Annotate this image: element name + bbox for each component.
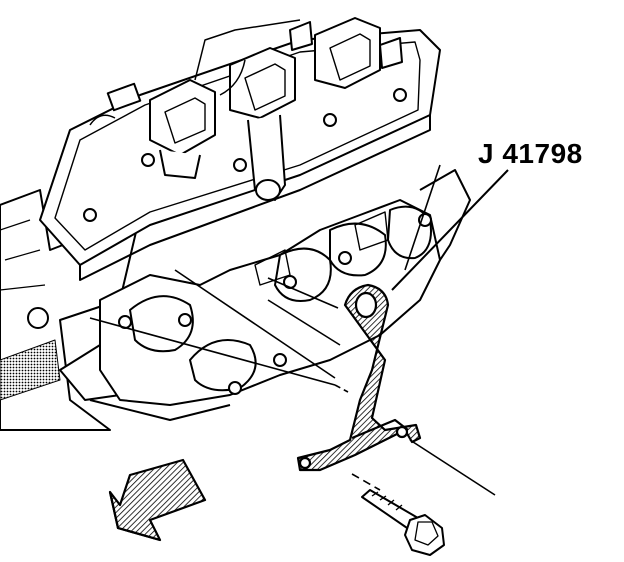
- special-tool-bracket: [296, 283, 422, 472]
- callout-leader-line: [391, 169, 509, 291]
- arrow-down-left-icon: [108, 458, 207, 542]
- alignment-lines: [89, 164, 496, 496]
- ignition-coils: [106, 17, 403, 201]
- valve-cover: [39, 29, 441, 281]
- mounting-bolt: [361, 489, 445, 556]
- tool-callout-label: J 41798: [478, 138, 583, 169]
- exhaust-manifold: [89, 169, 471, 421]
